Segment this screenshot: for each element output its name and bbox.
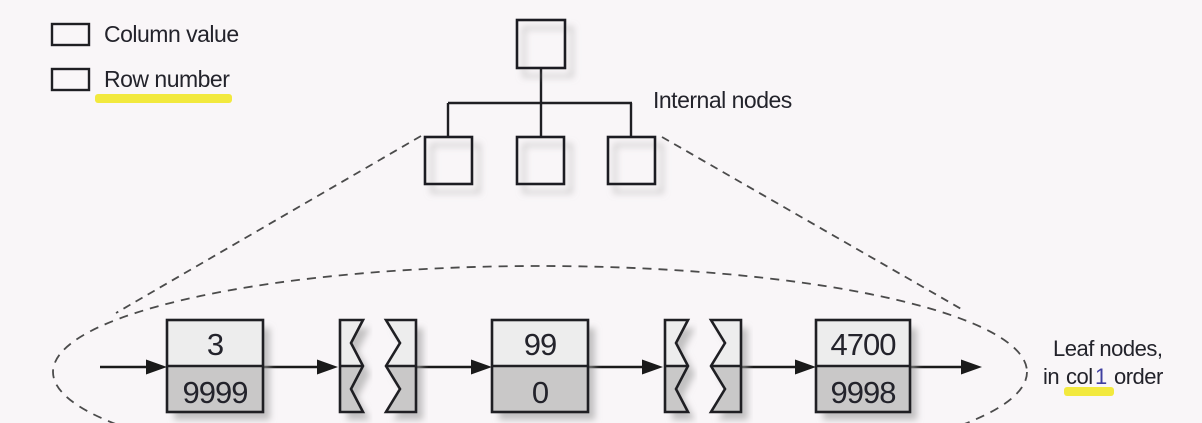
internal-node-child-2 bbox=[515, 135, 566, 186]
internal-node-tree: Internal nodes bbox=[423, 18, 792, 186]
leaf1-column-value: 3 bbox=[207, 327, 223, 362]
legend-label-row-number: Row number bbox=[104, 66, 230, 92]
zoom-dash-left bbox=[115, 135, 422, 314]
internal-nodes-label: Internal nodes bbox=[653, 87, 792, 113]
leaf-scope-dashed-ellipse bbox=[52, 265, 1028, 423]
legend-swatch-row-number bbox=[50, 67, 91, 92]
leaf3-column-value: 4700 bbox=[831, 327, 897, 362]
legend-swatch-column-value bbox=[50, 22, 91, 47]
col1-highlight-underline bbox=[1064, 387, 1114, 396]
zoom-dash-right bbox=[661, 136, 964, 311]
leaf-node-1: 3 9999 bbox=[165, 318, 265, 414]
leaf-label-in: in bbox=[1043, 364, 1059, 389]
leaf2-column-value: 99 bbox=[524, 327, 556, 362]
leaf1-row-number: 9999 bbox=[183, 375, 248, 410]
linked-list-arrow bbox=[263, 359, 338, 375]
break1-left-piece bbox=[338, 318, 366, 414]
leaf2-row-cell bbox=[492, 366, 588, 412]
leaf-node-3: 4700 9998 bbox=[814, 318, 912, 414]
leaf-label-col-number: 1 bbox=[1095, 364, 1107, 389]
leaf-label-col: col bbox=[1066, 364, 1093, 389]
leaf-label-order: order bbox=[1114, 364, 1163, 389]
leaf-list-arrows bbox=[100, 359, 982, 375]
legend-label-column-value: Column value bbox=[104, 21, 239, 47]
page-break-symbol-2 bbox=[663, 318, 743, 414]
leaf-nodes-label-line2: in col 1 order bbox=[1043, 364, 1163, 389]
internal-node-child-1 bbox=[423, 135, 474, 186]
legend: Column value Row number bbox=[50, 21, 239, 103]
linked-list-arrow bbox=[741, 359, 816, 375]
leaf2-row-number: 0 bbox=[532, 375, 549, 410]
leaf3-row-cell bbox=[816, 366, 910, 412]
leaf-scope-dashed-outline bbox=[52, 135, 1028, 423]
row-number-highlight-underline bbox=[95, 94, 232, 103]
internal-node-child-3 bbox=[606, 135, 657, 186]
linked-list-arrow bbox=[100, 359, 167, 375]
break2-left-piece bbox=[663, 318, 691, 414]
leaf-node-2: 99 0 bbox=[490, 318, 590, 414]
page-break-symbol-1 bbox=[338, 318, 418, 414]
leaf-nodes-label-line1: Leaf nodes, bbox=[1053, 336, 1162, 361]
linked-list-arrow bbox=[588, 359, 663, 375]
leaf1-row-cell bbox=[167, 366, 263, 412]
linked-list-arrow bbox=[416, 359, 492, 375]
leaf-nodes-annotation: Leaf nodes, in col 1 order bbox=[1043, 336, 1164, 396]
linked-list-arrow bbox=[910, 359, 982, 375]
internal-node-root bbox=[515, 18, 567, 70]
leaf3-row-number: 9998 bbox=[831, 375, 896, 410]
